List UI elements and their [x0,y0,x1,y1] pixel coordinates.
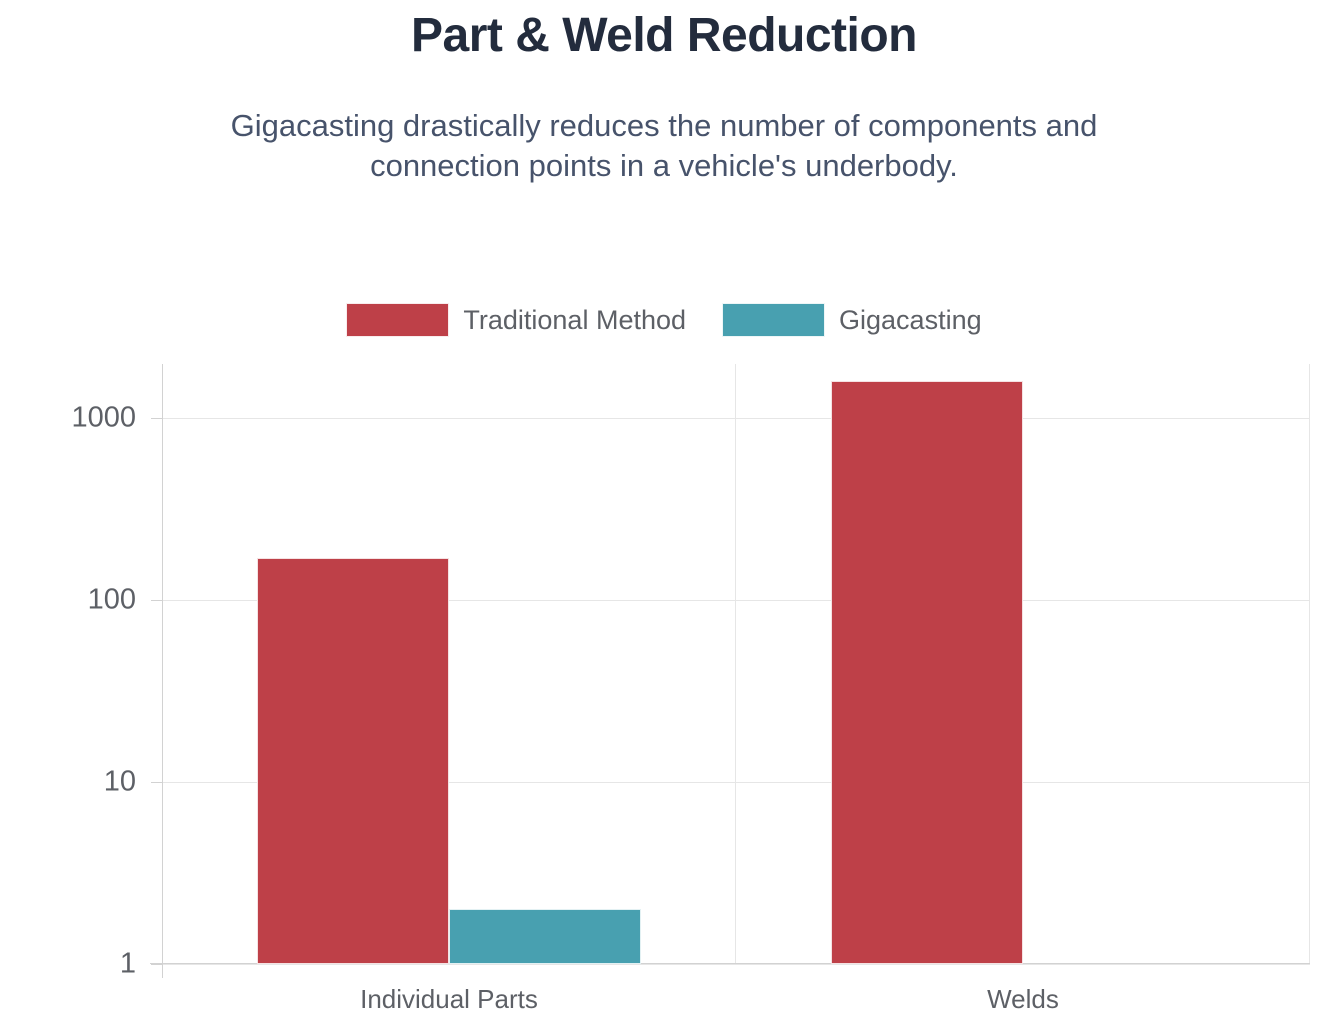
plot-area [162,364,1310,965]
gridline-horizontal [162,418,1310,419]
gridline-horizontal [162,600,1310,601]
chart-legend: Traditional Method Gigacasting [0,303,1328,337]
gridline-horizontal [162,964,1310,965]
page-title: Part & Weld Reduction [411,9,918,62]
x-axis-tick-label: Welds [987,984,1059,1014]
chart-subtitle: Gigacasting drastically reduces the numb… [230,108,1098,183]
bar-traditional-method-individual-parts[interactable] [257,558,449,964]
gridline-vertical [1309,364,1310,964]
legend-swatch-gigacasting [722,303,826,337]
y-axis-tick-label: 10 [103,765,136,798]
y-axis-tick-mark [151,600,162,601]
y-axis-tick-mark [151,418,162,419]
legend-label-gigacasting: Gigacasting [839,304,982,335]
bar-gigacasting-individual-parts[interactable] [449,909,641,964]
legend-swatch-traditional [346,303,450,337]
y-axis-line [162,364,163,978]
y-axis-tick-label: 100 [87,583,136,616]
y-axis-tick-label: 1000 [71,401,136,434]
gridline-vertical [735,364,736,964]
legend-label-traditional: Traditional Method [463,304,687,335]
y-axis-tick-mark [151,964,162,965]
y-axis-tick-mark [151,782,162,783]
x-axis-line [150,963,1310,964]
x-axis-tick-label: Individual Parts [360,984,538,1014]
bar-traditional-method-welds[interactable] [831,381,1023,964]
legend-item-traditional[interactable]: Traditional Method [346,303,686,337]
gridline-horizontal [162,782,1310,783]
legend-item-gigacasting[interactable]: Gigacasting [722,303,982,337]
y-axis-tick-label: 1 [119,947,136,980]
